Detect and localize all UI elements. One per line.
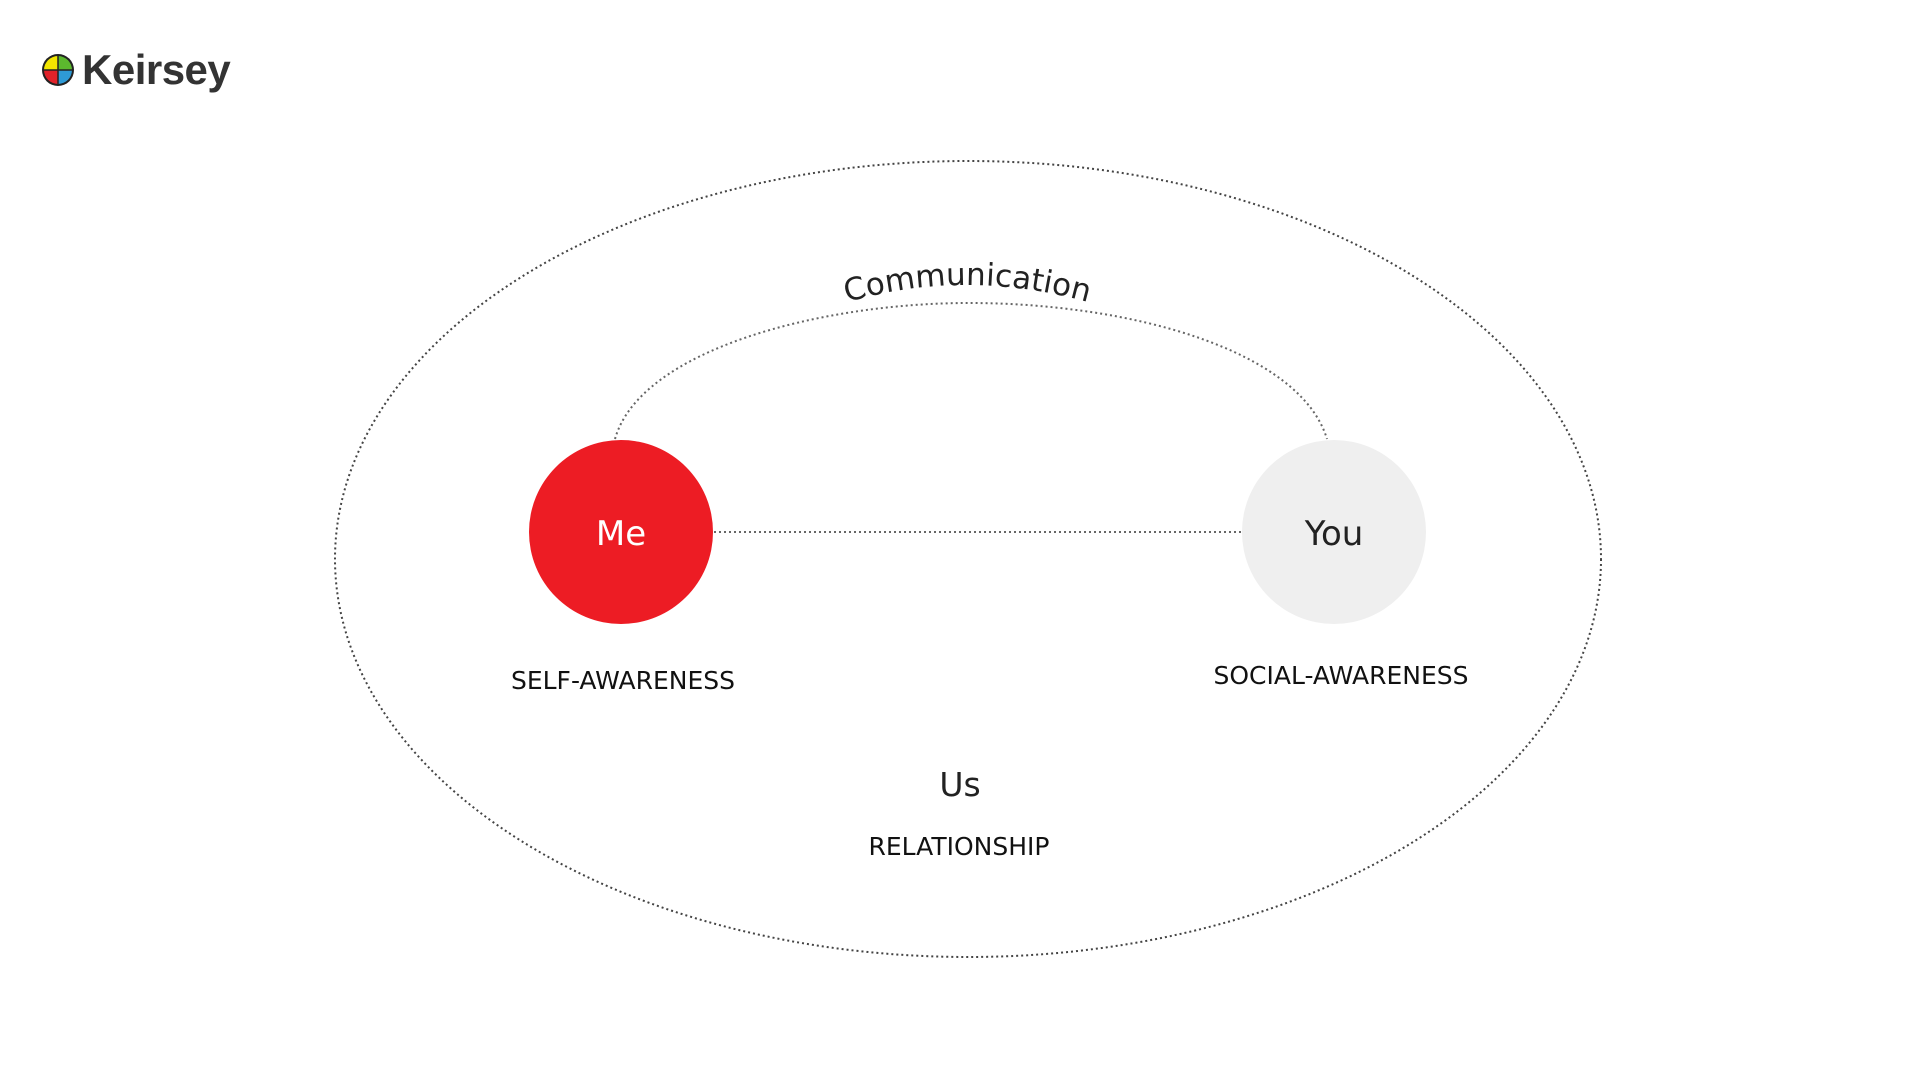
self-awareness-caption: SELF-AWARENESS (511, 666, 735, 695)
us-label: Us (939, 765, 980, 804)
you-label: You (1304, 514, 1364, 554)
keirsey-quadrant-icon (42, 54, 74, 86)
me-label: Me (596, 514, 646, 554)
communication-arc (614, 301, 1328, 440)
relationship-caption: RELATIONSHIP (869, 832, 1050, 861)
keirsey-logo: Keirsey (40, 46, 231, 94)
me-circle (529, 440, 713, 624)
logo-text: Keirsey (82, 46, 231, 93)
social-awareness-caption: SOCIAL-AWARENESS (1213, 661, 1468, 690)
you-circle (1242, 440, 1426, 624)
communication-label: Communication (840, 257, 1095, 310)
us-ellipse (334, 160, 1602, 958)
